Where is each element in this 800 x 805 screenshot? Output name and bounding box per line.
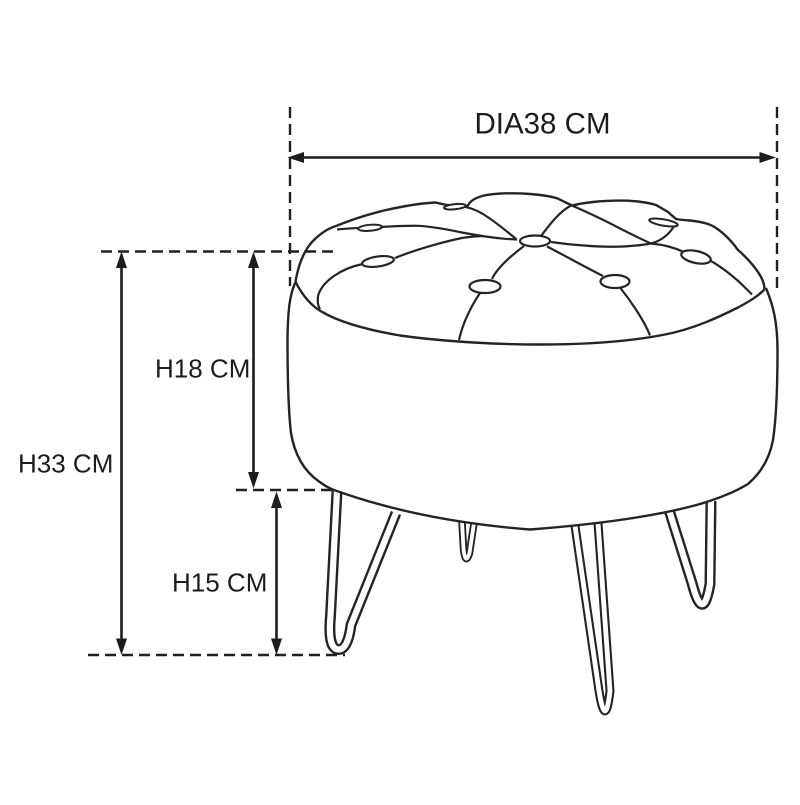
svg-text:H18 CM: H18 CM [155,354,250,384]
svg-text:DIA38 CM: DIA38 CM [474,108,610,141]
svg-text:H15 CM: H15 CM [172,568,267,598]
svg-text:H33 CM: H33 CM [18,449,113,479]
